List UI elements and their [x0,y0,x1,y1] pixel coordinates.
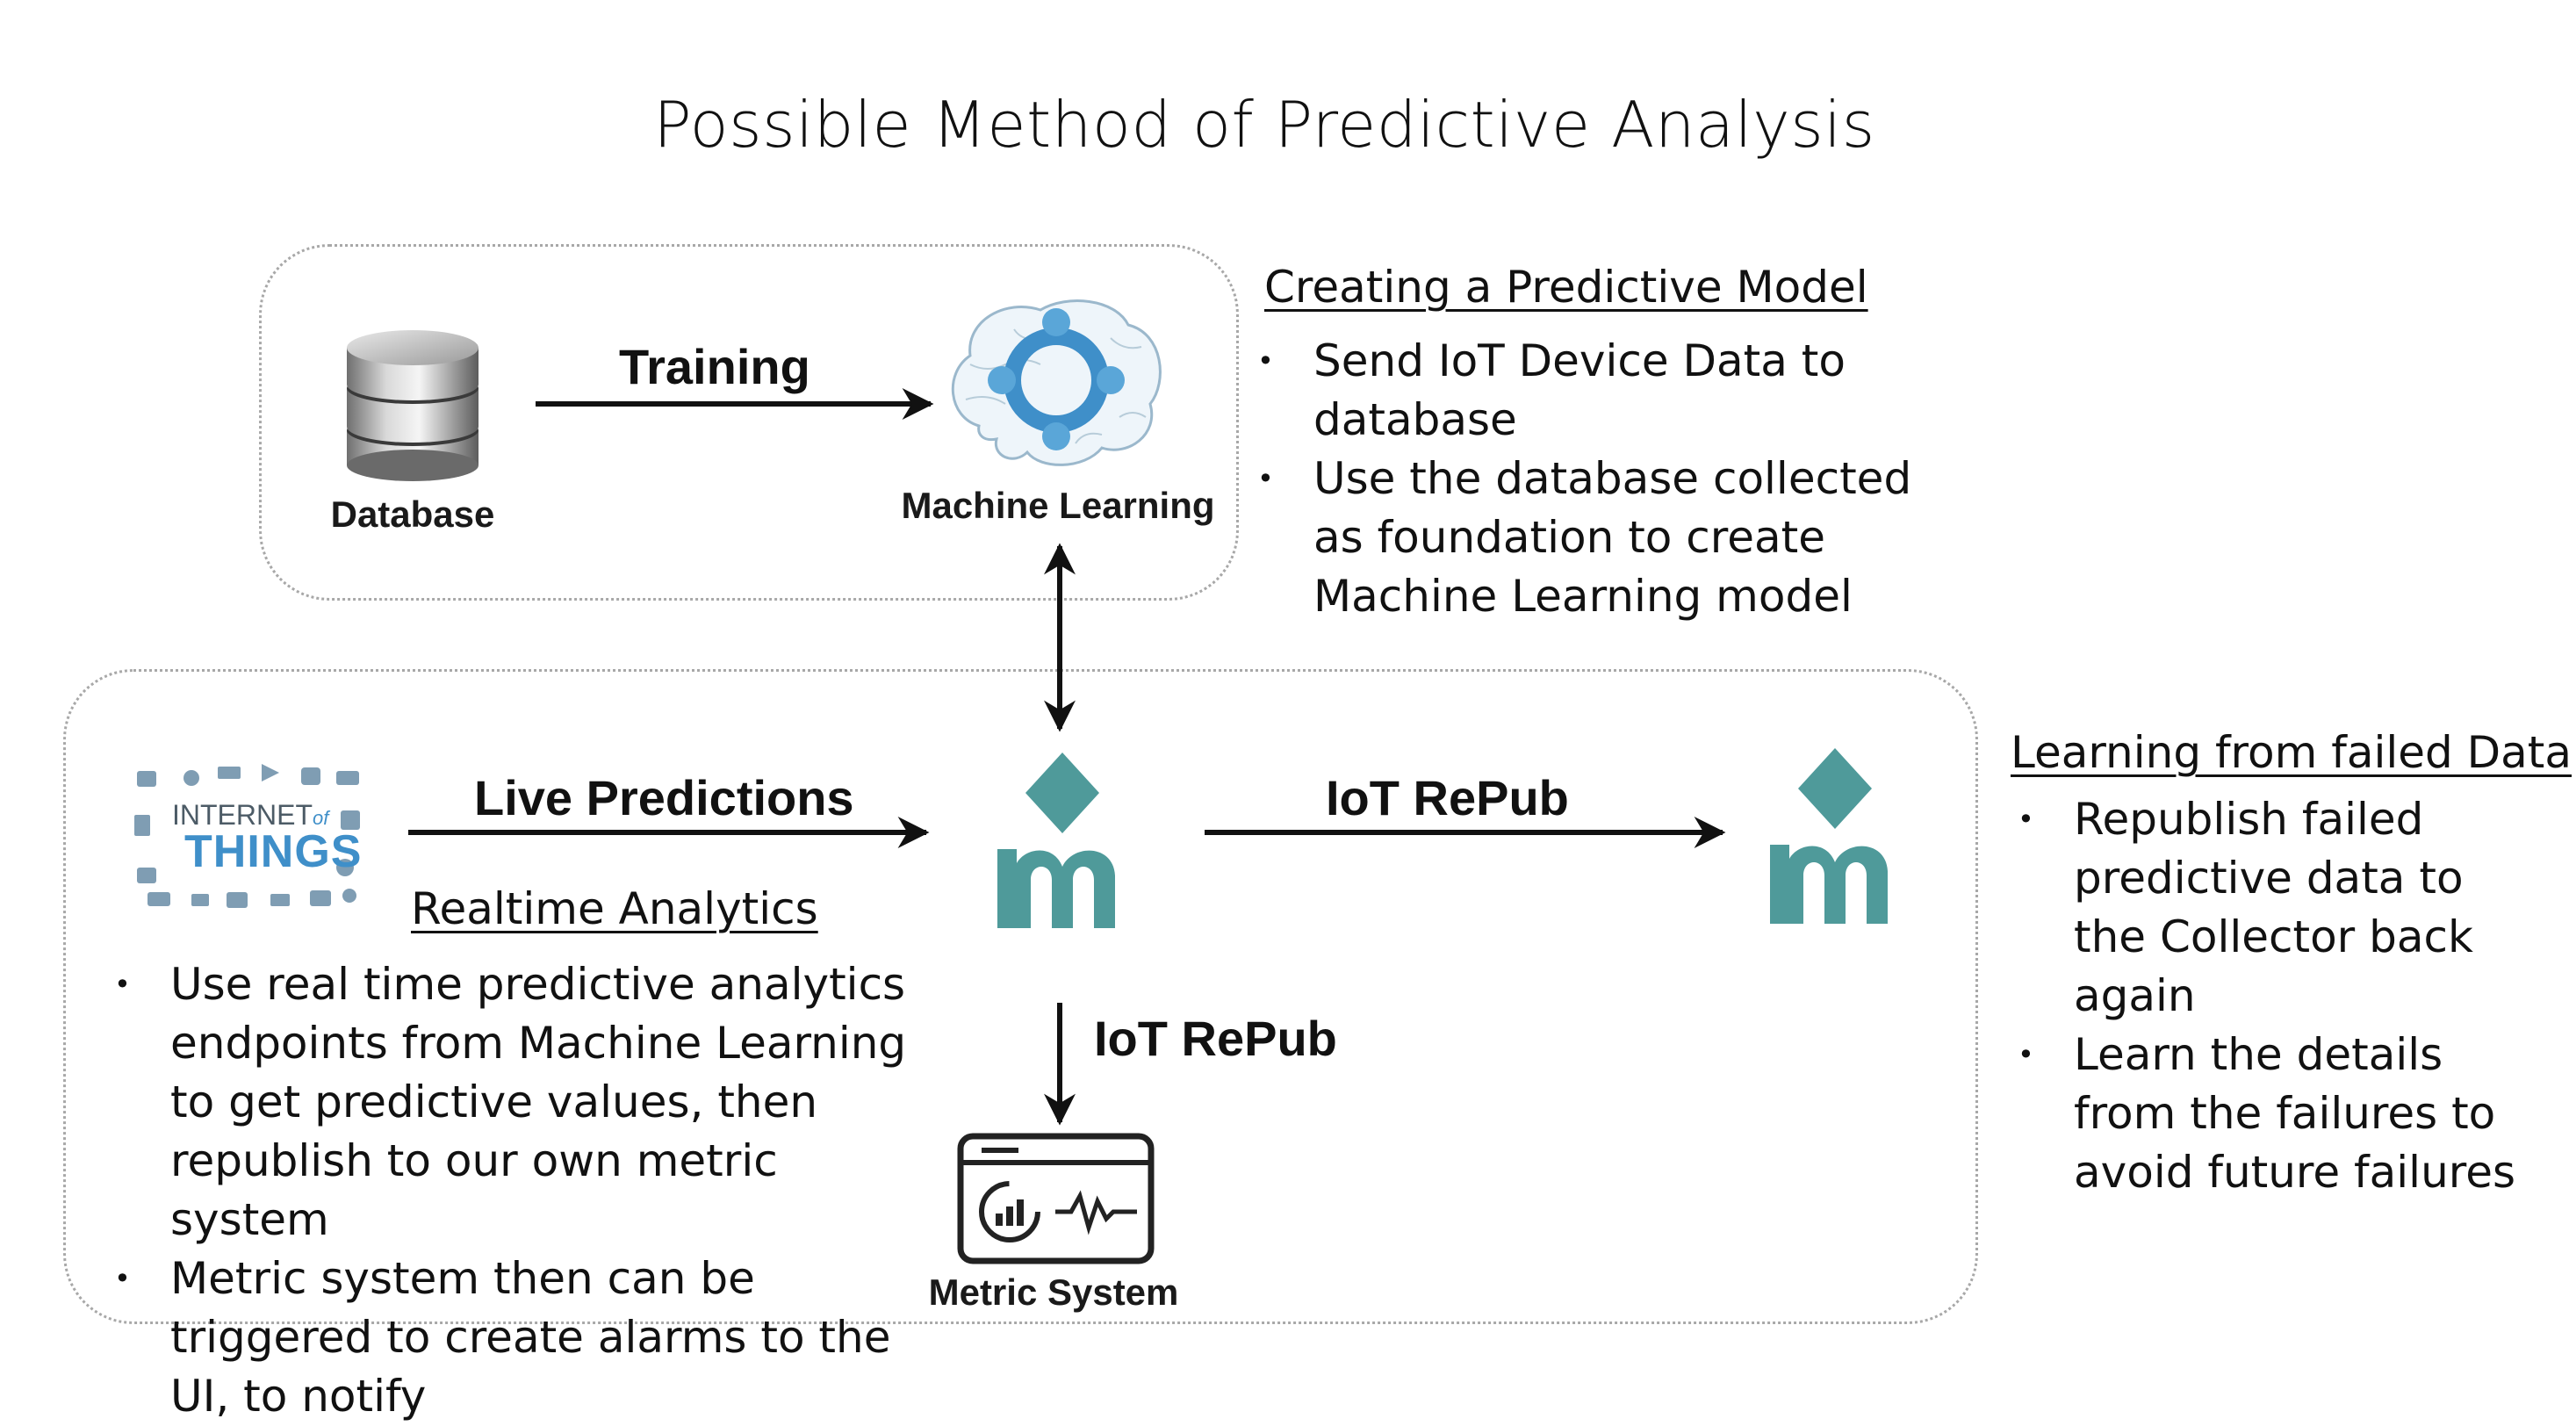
iot-logo-of-text: of [313,807,329,829]
training-arrow [536,388,934,420]
failed-data-bullets: Republish failed predictive data to the … [2018,790,2544,1202]
page-title: Possible Method of Predictive Analysis [653,88,1875,162]
brain-icon [951,299,1162,466]
ml-to-collector-arrow [1044,543,1076,732]
metric-system-label: Metric System [928,1271,1179,1313]
iot-republish-down-arrow [1044,1003,1076,1126]
metric-system-icon [957,1133,1155,1264]
iot-republish-down-label: IoT RePub [1094,1011,1337,1066]
live-predictions-arrow [408,817,930,848]
iot-republish-right-arrow [1205,817,1726,848]
iot-republish-right-label: IoT RePub [1326,770,1569,825]
failed-data-bullet-1: Republish failed predictive data to the … [2018,790,2544,1026]
database-label: Database [330,493,495,535]
bottom-group-box [63,669,1978,1324]
collector-logo-icon-right [1770,748,1888,924]
training-label: Training [619,339,810,394]
iot-device-icons [134,764,360,908]
iot-logo-line1: INTERNETof [172,799,328,832]
top-group-box [259,244,1239,601]
database-icon [347,330,479,481]
realtime-bullet-2: Metric system then can be triggered to c… [114,1250,931,1426]
live-predictions-label: Live Predictions [474,770,854,825]
iot-logo: INTERNETof THINGS [130,762,369,911]
iot-logo-things-text: THINGS [184,826,363,877]
creating-model-bullets: Send IoT Device Data to database Use the… [1257,332,2047,626]
iot-logo-internet-text: INTERNET [172,799,313,831]
realtime-bullet-1: Use real time predictive analytics endpo… [114,955,931,1250]
creating-model-heading: Creating a Predictive Model [1264,262,1868,313]
creating-model-bullet-1: Send IoT Device Data to database [1257,332,2047,450]
machine-learning-label: Machine Learning [901,485,1215,526]
failed-data-bullet-2: Learn the details from the failures to a… [2018,1026,2544,1202]
collector-logo-icon [997,753,1115,928]
creating-model-bullet-2: Use the database collected as foundation… [1257,450,1928,626]
realtime-heading: Realtime Analytics [411,883,818,934]
failed-data-heading: Learning from failed Data [2011,727,2572,778]
realtime-bullets: Use real time predictive analytics endpo… [114,955,931,1426]
